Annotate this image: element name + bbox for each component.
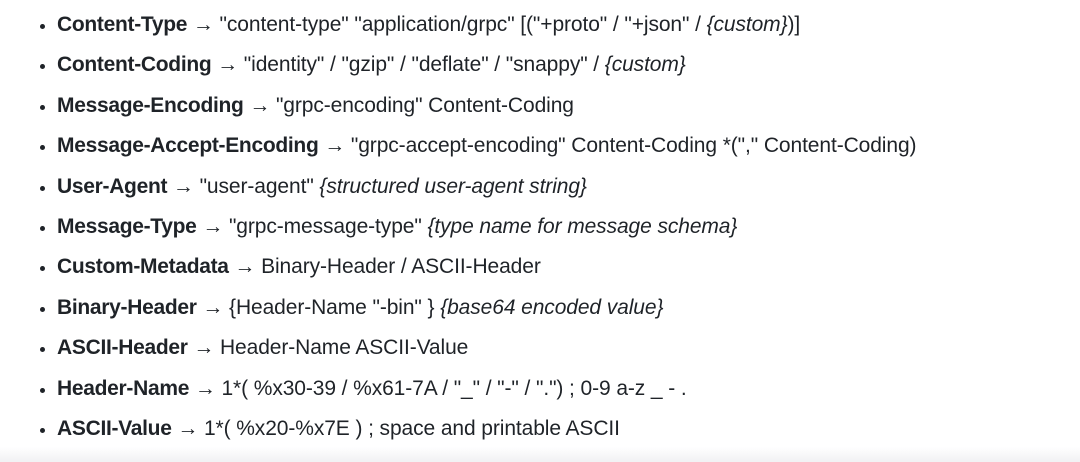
term: Message-Type — [57, 215, 197, 239]
definition-pre: Binary-Header / ASCII-Header — [261, 255, 541, 279]
right-arrow-glyph: → — [196, 215, 229, 239]
definition-pre: "identity" / "gzip" / "deflate" / "snapp… — [243, 53, 605, 77]
definition-pre: Header-Name ASCII-Value — [219, 336, 469, 360]
term: ASCII-Value — [57, 417, 172, 441]
list-item: Message-Accept-Encoding → "grpc-accept-e… — [57, 126, 1080, 166]
list-item: Content-Type → "content-type" "applicati… — [57, 5, 1080, 45]
definition-pre: "grpc-message-type" — [228, 215, 428, 239]
definition-pre: 1*( %x20-%x7E ) ; space and printable AS… — [203, 417, 620, 441]
definition-pre: "grpc-encoding" Content-Coding — [275, 93, 574, 117]
term: Header-Name — [57, 376, 190, 400]
definition-post: )] — [787, 13, 801, 36]
list-item: ASCII-Header → Header-Name ASCII-Value — [57, 328, 1080, 368]
term: Message-Accept-Encoding — [57, 134, 319, 158]
definition-italic: {base64 encoded value} — [440, 295, 664, 319]
definition-pre: "grpc-accept-encoding" Content-Coding *(… — [350, 134, 917, 158]
right-arrow-glyph: → — [187, 13, 220, 36]
right-arrow-glyph: → — [211, 53, 244, 77]
term: User-Agent — [57, 174, 168, 198]
term: ASCII-Header — [57, 336, 188, 360]
right-arrow-glyph: → — [196, 295, 230, 319]
list-item: Message-Encoding → "grpc-encoding" Conte… — [57, 86, 1080, 126]
term: Custom-Metadata — [57, 255, 229, 279]
list-item: Custom-Metadata → Binary-Header / ASCII-… — [57, 247, 1080, 287]
right-arrow-glyph: → — [318, 134, 351, 158]
right-arrow-glyph: → — [167, 174, 200, 198]
list-item: Header-Name → 1*( %x30-39 / %x61-7A / "_… — [57, 369, 1080, 409]
list-item: User-Agent → "user-agent" {structured us… — [57, 167, 1080, 207]
definition-pre: "user-agent" — [199, 174, 320, 198]
definition-list: Content-Type → "content-type" "applicati… — [0, 0, 1080, 449]
right-arrow-glyph: → — [189, 376, 222, 400]
list-item: Content-Coding → "identity" / "gzip" / "… — [57, 45, 1080, 85]
list-item: ASCII-Value → 1*( %x20-%x7E ) ; space an… — [57, 409, 1080, 449]
term: Message-Encoding — [57, 93, 244, 117]
right-arrow-glyph: → — [171, 417, 204, 441]
right-arrow-glyph: → — [243, 93, 276, 117]
definition-italic: {custom} — [706, 13, 788, 36]
definition-italic: {type name for message schema} — [427, 215, 738, 239]
term: Content-Type — [57, 13, 188, 36]
definition-italic: {structured user-agent string} — [319, 174, 587, 198]
definition-italic: {custom} — [604, 53, 686, 77]
term: Binary-Header — [57, 295, 197, 319]
definition-pre: "content-type" "application/grpc" [("+pr… — [219, 13, 707, 36]
term: Content-Coding — [57, 53, 212, 77]
definition-pre: 1*( %x30-39 / %x61-7A / "_" / "-" / ".")… — [221, 376, 687, 400]
list-item: Binary-Header → {Header-Name "-bin" } {b… — [57, 288, 1080, 328]
definition-pre: {Header-Name "-bin" } — [229, 295, 441, 319]
right-arrow-glyph: → — [187, 336, 220, 360]
list-item: Message-Type → "grpc-message-type" {type… — [57, 207, 1080, 247]
right-arrow-glyph: → — [228, 255, 262, 279]
